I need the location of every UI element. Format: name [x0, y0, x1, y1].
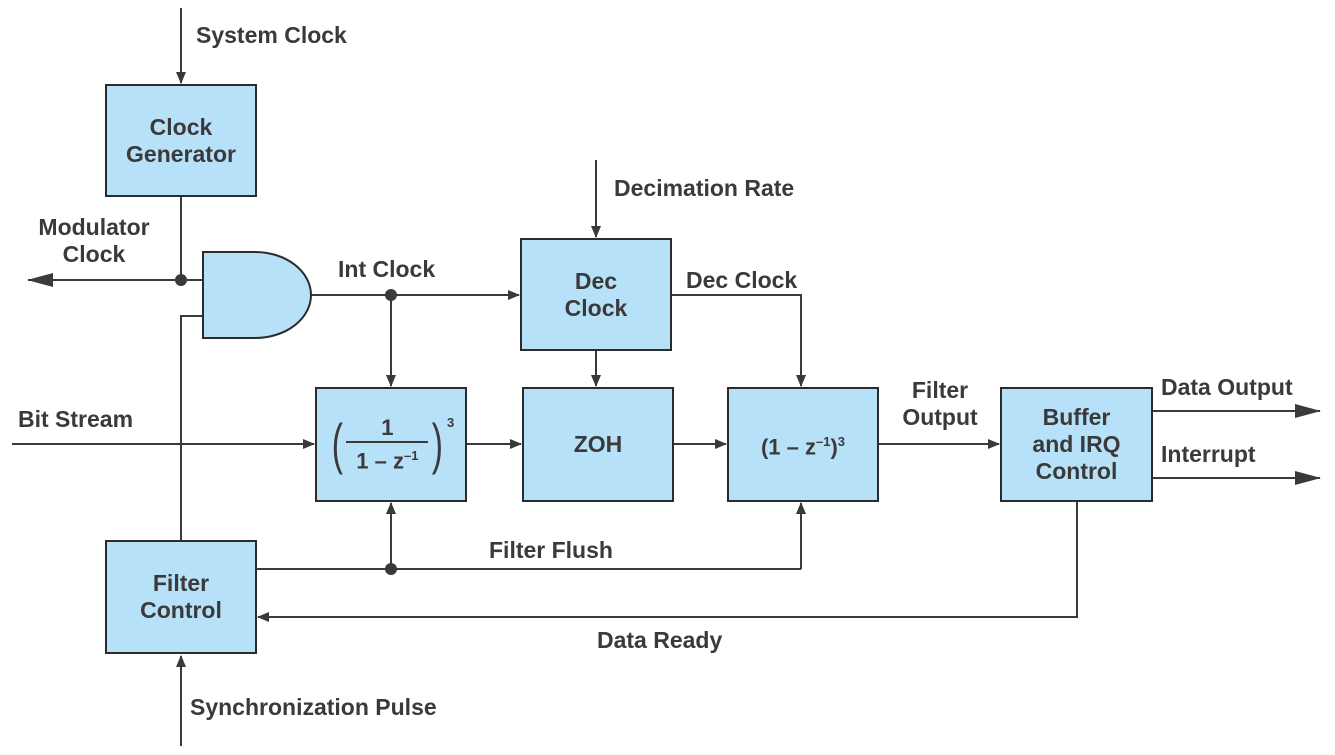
sync-pulse-label: Synchronization Pulse [190, 694, 437, 720]
decimation-rate-label: Decimation Rate [614, 175, 795, 201]
data-ready-label: Data Ready [597, 627, 723, 653]
and-gate [202, 251, 312, 339]
filter-flush-label: Filter Flush [489, 537, 613, 563]
fraction-bar [346, 440, 429, 443]
buffer-line-1: Buffer [1042, 404, 1111, 430]
interrupt-label: Interrupt [1161, 441, 1256, 467]
junction-dot [385, 563, 397, 575]
integrator-denominator: 1 – z–1 [356, 447, 419, 474]
dec-clock-line-1: Dec [574, 267, 618, 294]
integrator-numerator: 1 [381, 414, 394, 440]
comb-block: (1 – z–1)3 [727, 387, 879, 502]
zoh-block: ZOH [522, 387, 674, 502]
integrator-close-paren: ) [432, 412, 444, 476]
comb-expression: (1 – z–1)3 [760, 434, 846, 460]
clock-generator-line-2: Generator [126, 140, 236, 167]
data-output-label: Data Output [1161, 374, 1293, 400]
junction-dot [385, 289, 397, 301]
dec-clock-line-2: Clock [564, 294, 628, 321]
filter-control-line-1: Filter [152, 570, 210, 596]
junction-dot [175, 274, 187, 286]
zoh-label: ZOH [573, 431, 623, 457]
dec-clock-label: Dec Clock [686, 267, 798, 293]
filter-control-enable-wire [180, 315, 203, 540]
dec-clock-to-comb-wire [671, 294, 806, 387]
buffer-line-2: and IRQ [1032, 431, 1121, 457]
data-ready-wire [257, 502, 1078, 622]
integrator-block: ( 1 1 – z–1 ) 3 [315, 387, 467, 502]
integrator-power: 3 [447, 414, 455, 430]
system-clock-label: System Clock [196, 22, 347, 48]
bit-stream-label: Bit Stream [18, 406, 134, 432]
filter-control-line-2: Control [140, 597, 222, 623]
int-clock-label: Int Clock [338, 256, 436, 282]
buffer-line-3: Control [1035, 458, 1118, 484]
clock-generator-line-1: Clock [149, 113, 213, 140]
integrator-expression: ( 1 1 – z–1 ) 3 [328, 412, 454, 476]
integrator-open-paren: ( [331, 412, 343, 476]
